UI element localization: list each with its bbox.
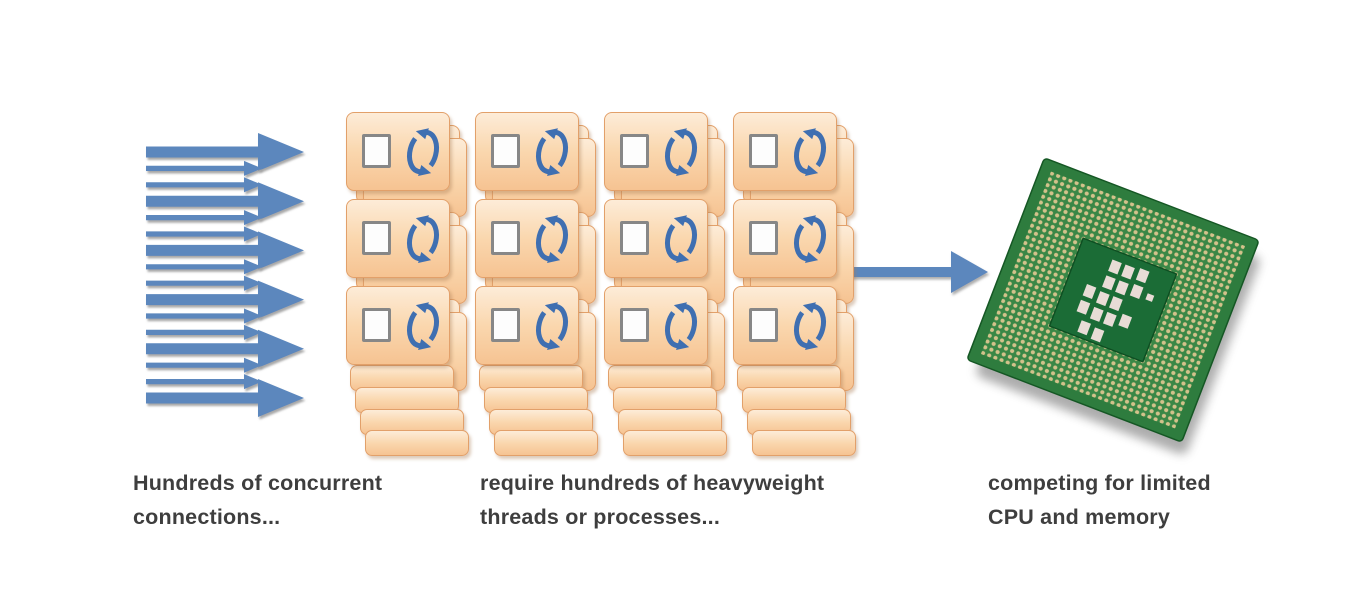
thin-connection-arrow <box>146 210 262 226</box>
checkbox-square-icon <box>362 221 391 255</box>
checkbox-square-icon <box>491 308 520 342</box>
checkbox-square-icon <box>491 134 520 168</box>
thin-connection-arrow <box>146 177 262 193</box>
checkbox-square-icon <box>362 134 391 168</box>
process-card <box>346 112 450 191</box>
thin-connection-arrow <box>146 374 262 390</box>
refresh-icon-holder <box>532 298 572 355</box>
caption-line: connections... <box>133 505 281 529</box>
refresh-icon-holder <box>403 124 443 181</box>
refresh-cycle-icon <box>535 215 569 264</box>
stacked-card-edge <box>623 430 727 456</box>
caption-cpu-memory: competing for limited CPU and memory <box>988 466 1211 534</box>
refresh-icon-holder <box>661 124 701 181</box>
refresh-icon-holder <box>661 298 701 355</box>
right-arrow-shape <box>850 251 988 293</box>
process-card <box>604 199 708 278</box>
process-card <box>475 112 579 191</box>
stacked-card-edge <box>479 365 583 391</box>
refresh-cycle-icon <box>406 128 440 177</box>
cpu-center-components <box>1076 259 1155 343</box>
thick-connection-arrow <box>146 231 304 270</box>
stacked-card-edge <box>350 365 454 391</box>
caption-line: competing for limited <box>988 471 1211 495</box>
stacked-card-edge <box>737 365 841 391</box>
process-card <box>346 199 450 278</box>
cpu-chip-illustration <box>967 158 1260 454</box>
process-card <box>475 199 579 278</box>
thin-connection-arrow <box>146 259 262 275</box>
thin-connection-arrow <box>146 275 262 291</box>
refresh-icon-holder <box>790 124 830 181</box>
refresh-cycle-icon <box>406 215 440 264</box>
refresh-cycle-icon <box>793 302 827 351</box>
checkbox-square-icon <box>749 134 778 168</box>
stacked-card-edge <box>365 430 469 456</box>
process-card <box>475 286 579 365</box>
checkbox-square-icon <box>749 308 778 342</box>
thick-connection-arrow <box>146 133 304 171</box>
process-card-grid <box>346 112 906 472</box>
process-card <box>733 112 837 191</box>
checkbox-square-icon <box>620 308 649 342</box>
refresh-cycle-icon <box>793 215 827 264</box>
process-card <box>733 286 837 365</box>
caption-connections: Hundreds of concurrent connections... <box>133 466 382 534</box>
refresh-icon-holder <box>532 211 572 268</box>
thin-connection-arrow <box>146 226 262 242</box>
refresh-cycle-icon <box>535 302 569 351</box>
process-card <box>733 199 837 278</box>
thick-connection-arrow <box>146 280 304 319</box>
caption-line: CPU and memory <box>988 505 1171 529</box>
refresh-cycle-icon <box>406 302 440 351</box>
flow-arrow-to-cpu <box>850 251 988 293</box>
thick-connection-arrow <box>146 379 304 417</box>
refresh-icon-holder <box>403 211 443 268</box>
refresh-icon-holder <box>790 211 830 268</box>
thin-connection-arrow <box>146 160 262 176</box>
process-card <box>604 286 708 365</box>
process-card <box>604 112 708 191</box>
refresh-cycle-icon <box>535 128 569 177</box>
checkbox-square-icon <box>620 134 649 168</box>
caption-line: Hundreds of concurrent <box>133 471 383 495</box>
thin-connection-arrow <box>146 324 262 340</box>
refresh-icon-holder <box>661 211 701 268</box>
stacked-card-edge <box>355 387 459 413</box>
caption-line: threads or processes... <box>480 505 721 529</box>
caption-threads: require hundreds of heavyweight threads … <box>480 466 824 534</box>
stacked-card-edge <box>752 430 856 456</box>
refresh-icon-holder <box>403 298 443 355</box>
checkbox-square-icon <box>491 221 520 255</box>
refresh-cycle-icon <box>664 302 698 351</box>
thin-connection-arrow <box>146 308 262 324</box>
caption-line: require hundreds of heavyweight <box>480 471 825 495</box>
checkbox-square-icon <box>620 221 649 255</box>
refresh-cycle-icon <box>664 128 698 177</box>
refresh-cycle-icon <box>793 128 827 177</box>
cpu-body <box>967 158 1259 442</box>
thick-connection-arrow <box>146 329 304 368</box>
stacked-card-edge <box>494 430 598 456</box>
cpu-pcb-edge <box>967 158 1259 442</box>
concurrent-connections-arrows <box>146 133 304 417</box>
thin-connection-arrow <box>146 357 262 373</box>
checkbox-square-icon <box>362 308 391 342</box>
refresh-icon-holder <box>532 124 572 181</box>
refresh-cycle-icon <box>664 215 698 264</box>
refresh-icon-holder <box>790 298 830 355</box>
process-card <box>346 286 450 365</box>
checkbox-square-icon <box>749 221 778 255</box>
thick-connection-arrow <box>146 182 304 221</box>
